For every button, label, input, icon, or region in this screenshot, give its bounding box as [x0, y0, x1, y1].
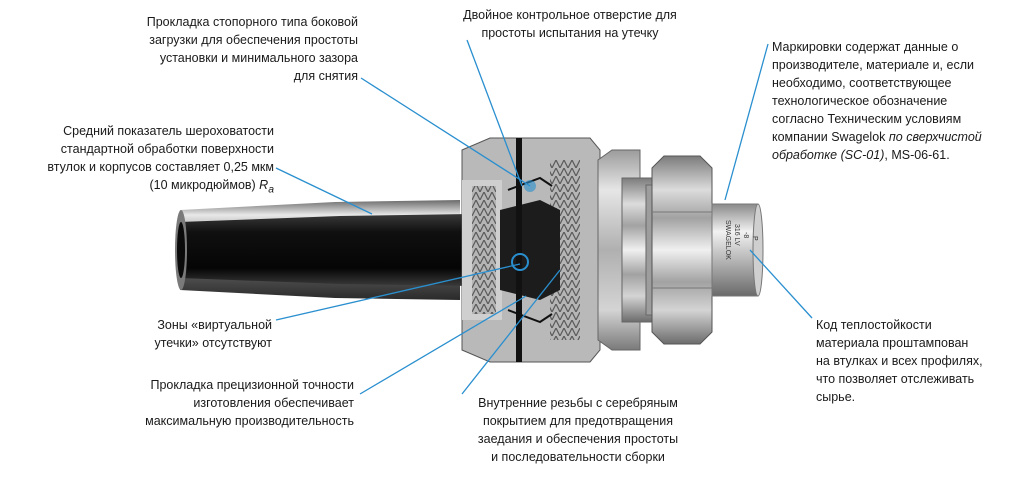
marking-line-2: 316 LV — [733, 224, 740, 246]
callout-side-gasket: Прокладка стопорного типа боковой загруз… — [146, 15, 358, 83]
callout-virtual-leak: Зоны «виртуальной утечки» отсутствуют — [154, 318, 272, 350]
callout-heat-code: Код теплостойкости материала проштампова… — [816, 318, 983, 404]
marking-line-3: -8 — [742, 232, 749, 238]
right-tube: SWAGELOK 316 LV -8 P — [711, 203, 764, 297]
marking-line-1: SWAGELOK — [724, 220, 731, 260]
callout-precision-gasket: Прокладка прецизионной точности изготовл… — [145, 378, 354, 428]
marking-line-4: P — [751, 236, 758, 241]
right-nut — [651, 155, 713, 345]
callout-test-port: Двойное контрольное отверстие для просто… — [463, 8, 677, 40]
callout-markings: Маркировки содержат данные о производите… — [772, 40, 982, 162]
fitting-body-section — [461, 137, 601, 363]
leader-lines — [275, 39, 813, 395]
left-tube — [175, 200, 470, 300]
hex-body — [597, 149, 659, 351]
callout-threads: Внутренние резьбы с серебряным покрытием… — [477, 396, 679, 464]
callout-roughness: Средний показатель шероховатости стандар… — [47, 124, 274, 196]
